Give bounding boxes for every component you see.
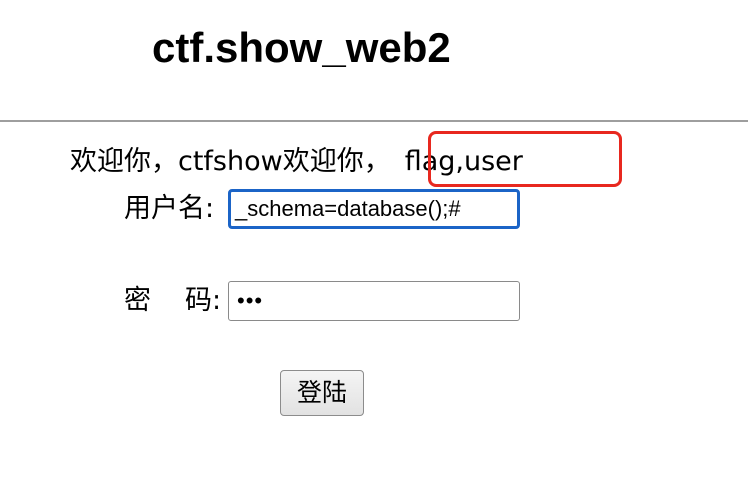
horizontal-divider (0, 120, 748, 122)
password-label: 密 码: (124, 283, 221, 319)
username-label: 用户名: (124, 193, 215, 224)
username-input[interactable]: _schema=database();# (228, 189, 520, 229)
password-label-first: 密 (124, 285, 151, 316)
password-mask: ••• (237, 288, 264, 313)
welcome-line: 欢迎你，ctfshow欢迎你， flag,user (70, 131, 622, 187)
login-button[interactable]: 登陆 (280, 370, 364, 416)
username-value: _schema=database();# (235, 196, 461, 221)
password-input[interactable]: ••• (228, 281, 520, 321)
query-result: flag,user (404, 146, 523, 177)
page-title: ctf.show_web2 (152, 24, 451, 71)
password-label-second: 码: (185, 285, 222, 316)
welcome-message: 欢迎你，ctfshow欢迎你， (70, 146, 391, 177)
